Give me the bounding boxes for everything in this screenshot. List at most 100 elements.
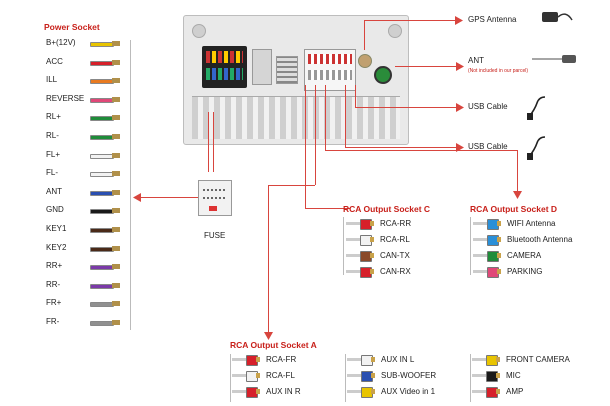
power-wire (90, 135, 114, 140)
rca-c-item-wire (346, 254, 360, 257)
power-wire (90, 60, 114, 66)
rca-a-item-tip (256, 389, 260, 394)
rca-c-item-label: CAN-RX (380, 267, 411, 276)
power-wire (90, 190, 114, 196)
power-terminal (112, 301, 120, 307)
ant-line (395, 66, 457, 67)
rca-a-item-wire (347, 358, 361, 361)
rca-a-item-label: AUX IN R (266, 387, 301, 396)
power-terminal (112, 152, 120, 158)
rca-c-item-tip (370, 253, 374, 258)
rca-a-item-tip (256, 357, 260, 362)
rca-a-arrow-icon (264, 332, 273, 340)
power-socket-label: REVERSE (46, 93, 85, 103)
usb-cable-icon-1 (527, 96, 546, 120)
gps-antenna-icon (542, 12, 573, 22)
rca-c-bracket (343, 217, 344, 275)
rca-a-line (315, 85, 316, 185)
usb-cable-label-1: USB Cable (468, 102, 508, 111)
rca-c-item-label: RCA-RR (380, 219, 412, 228)
rca-a-item-label: SUB-WOOFER (381, 371, 437, 380)
usb-cable-label-2: USB Cable (468, 142, 508, 151)
rca-c-item-tip (370, 269, 374, 274)
rca-c-item-label: RCA-RL (380, 235, 410, 244)
power-terminal (112, 134, 120, 139)
rca-a-item-wire (347, 390, 361, 393)
power-socket-label: RR+ (46, 261, 63, 271)
rca-a-item-wire (232, 390, 246, 393)
rca-d-item-tip (497, 237, 501, 242)
usb1-line-h (355, 107, 457, 108)
rca-a-bracket-1 (230, 354, 231, 402)
power-arrow-icon (133, 193, 141, 202)
ant-arrow-icon (456, 62, 464, 71)
fuse-line-1 (208, 112, 209, 172)
power-wire (90, 97, 114, 103)
power-wire (90, 116, 114, 122)
power-wire (90, 283, 114, 289)
rca-d-title: RCA Output Socket D (470, 204, 558, 214)
rca-a-item-wire (347, 374, 361, 377)
power-terminal (112, 320, 120, 325)
power-wire (90, 302, 114, 308)
power-socket-label: ANT (46, 186, 62, 196)
usb2-arrow-icon (456, 143, 464, 152)
rca-a-item-tip (256, 373, 260, 378)
power-socket-label: FL+ (46, 149, 61, 159)
power-socket-label: KEY1 (46, 224, 67, 233)
usb2-line-h (345, 147, 457, 148)
rca-c-line (305, 85, 306, 208)
power-terminal (112, 227, 120, 232)
rca-a-item-label: RCA-FL (266, 371, 295, 380)
usb1-arrow-icon (456, 103, 464, 112)
gps-antenna-label: GPS Antenna (468, 15, 517, 24)
usb-cable-icon-2 (527, 136, 546, 160)
gps-arrow-icon (455, 16, 463, 25)
rca-c-item-tip (370, 237, 374, 242)
rca-c-item-tip (370, 221, 374, 226)
rca-d-item-label: Bluetooth Antenna (507, 235, 573, 244)
rca-d-item-wire (473, 270, 487, 273)
power-socket-label: FR- (46, 317, 60, 326)
power-bracket-line (130, 40, 131, 330)
power-socket-label: ILL (46, 75, 58, 85)
rca-d-arrow-icon (513, 191, 522, 199)
rca-a-item-wire (472, 374, 486, 377)
power-terminal (112, 245, 120, 251)
power-terminal (112, 78, 120, 84)
gps-line-h (364, 20, 456, 21)
power-wire (90, 153, 114, 159)
rca-a-drop (268, 185, 269, 333)
rca-a-item-label: AMP (506, 387, 524, 396)
rca-d-hline (325, 150, 517, 151)
rca-a-bracket-3 (470, 354, 471, 402)
rca-a-item-label: RCA-FR (266, 355, 297, 364)
rca-a-item-wire (472, 390, 486, 393)
power-socket-label: B+(12V) (46, 38, 76, 47)
ant-jack (374, 66, 392, 84)
ant-note: (Not included in our parcel) (468, 68, 529, 74)
power-wire (90, 321, 114, 326)
heatsink (192, 96, 400, 139)
power-socket-label: GND (46, 205, 64, 215)
rca-a-item-wire (232, 358, 246, 361)
rca-d-bracket (470, 217, 471, 275)
power-wire (90, 265, 114, 271)
power-socket-label: FL- (46, 168, 58, 178)
rca-c-item-label: CAN-TX (380, 251, 410, 260)
rca-d-item-wire (473, 238, 487, 241)
power-terminal (112, 59, 120, 65)
ant-plug-icon (532, 55, 576, 63)
power-terminal (112, 171, 120, 177)
rca-d-item-wire (473, 254, 487, 257)
rca-d-item-label: PARKING (507, 267, 543, 276)
rca-connector-block (304, 49, 356, 91)
power-wire (90, 172, 114, 178)
rca-a-item-tip (371, 357, 375, 362)
power-wire (90, 79, 114, 85)
rca-a-hline (268, 185, 315, 186)
fuse-label: FUSE (204, 231, 226, 240)
power-socket-label: RL- (46, 131, 59, 140)
power-terminal (112, 208, 120, 214)
power-terminal (112, 115, 120, 121)
